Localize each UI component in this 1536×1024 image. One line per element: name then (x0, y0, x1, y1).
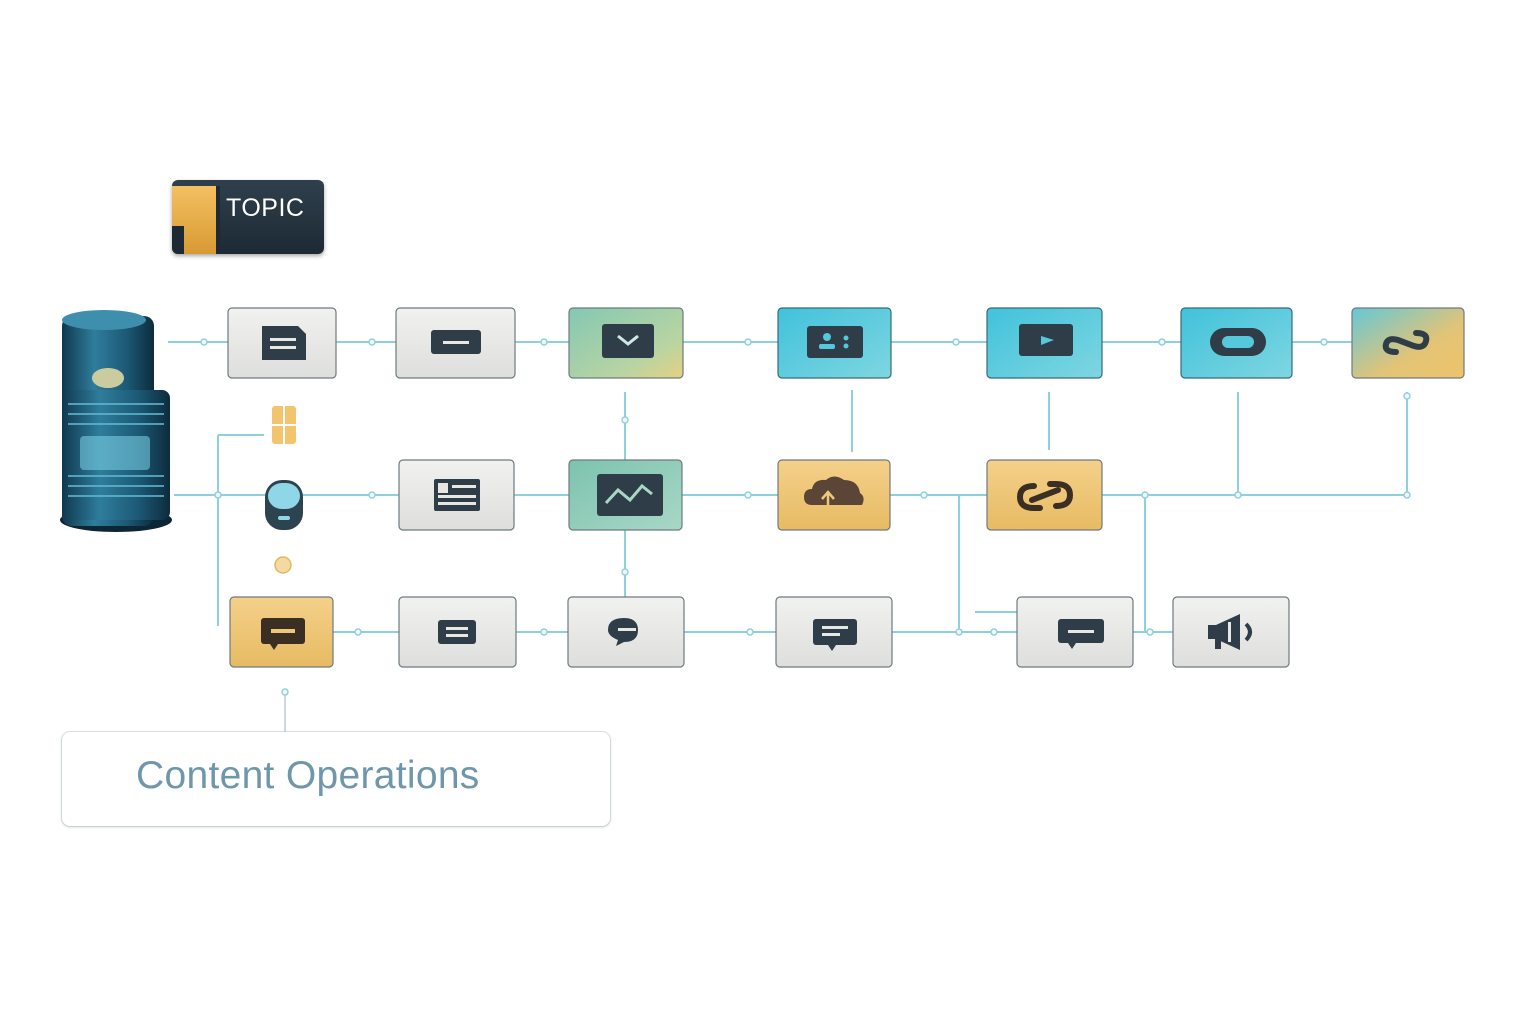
node-r1-2[interactable] (395, 307, 516, 379)
chat-icon (608, 618, 638, 646)
node-r2-2[interactable] (568, 459, 683, 531)
comment-icon (813, 619, 857, 651)
topic-label: TOPIC (226, 194, 305, 222)
topic-badge: TOPIC (172, 180, 324, 254)
link-icon (1382, 330, 1430, 355)
server-icon (60, 310, 172, 532)
node-r2-1[interactable] (398, 459, 515, 531)
connector-dots (200, 338, 1411, 696)
document-icon (262, 326, 306, 360)
node-r1-4[interactable] (777, 307, 892, 379)
message-icon (1058, 619, 1104, 649)
node-r2-3[interactable] (777, 459, 891, 531)
diagram-title: Content Operations (136, 754, 480, 797)
video-icon (1019, 324, 1073, 356)
chart-icon (597, 474, 663, 516)
small-dot-icon (274, 556, 292, 574)
toggle-icon (1210, 328, 1266, 356)
flag-icon (172, 186, 220, 254)
node-r3-3[interactable] (567, 596, 685, 668)
small-mouse-icon (265, 480, 303, 530)
connector-lines (168, 341, 1408, 732)
node-r1-3[interactable] (568, 307, 684, 379)
node-r3-2[interactable] (398, 596, 517, 668)
node-r2-4[interactable] (986, 459, 1103, 531)
people-icon (807, 326, 863, 358)
node-r3-4[interactable] (775, 596, 893, 668)
link-icon (1016, 481, 1074, 511)
node-r1-6[interactable] (1180, 307, 1293, 379)
node-r1-5[interactable] (986, 307, 1103, 379)
message-icon (261, 618, 305, 650)
node-r3-6[interactable] (1172, 596, 1290, 668)
node-r3-5[interactable] (1016, 596, 1134, 668)
small-puzzle-icon (272, 406, 296, 444)
megaphone-icon (1208, 614, 1252, 650)
list-icon (434, 479, 480, 511)
node-r1-7[interactable] (1351, 307, 1465, 379)
node-r1-1[interactable] (227, 307, 337, 379)
text-icon (438, 620, 476, 644)
title-card: Content Operations (62, 732, 610, 826)
node-r3-1[interactable] (229, 596, 334, 668)
check-icon (602, 324, 654, 358)
cloud-icon (804, 476, 864, 506)
minus-icon (431, 330, 481, 354)
